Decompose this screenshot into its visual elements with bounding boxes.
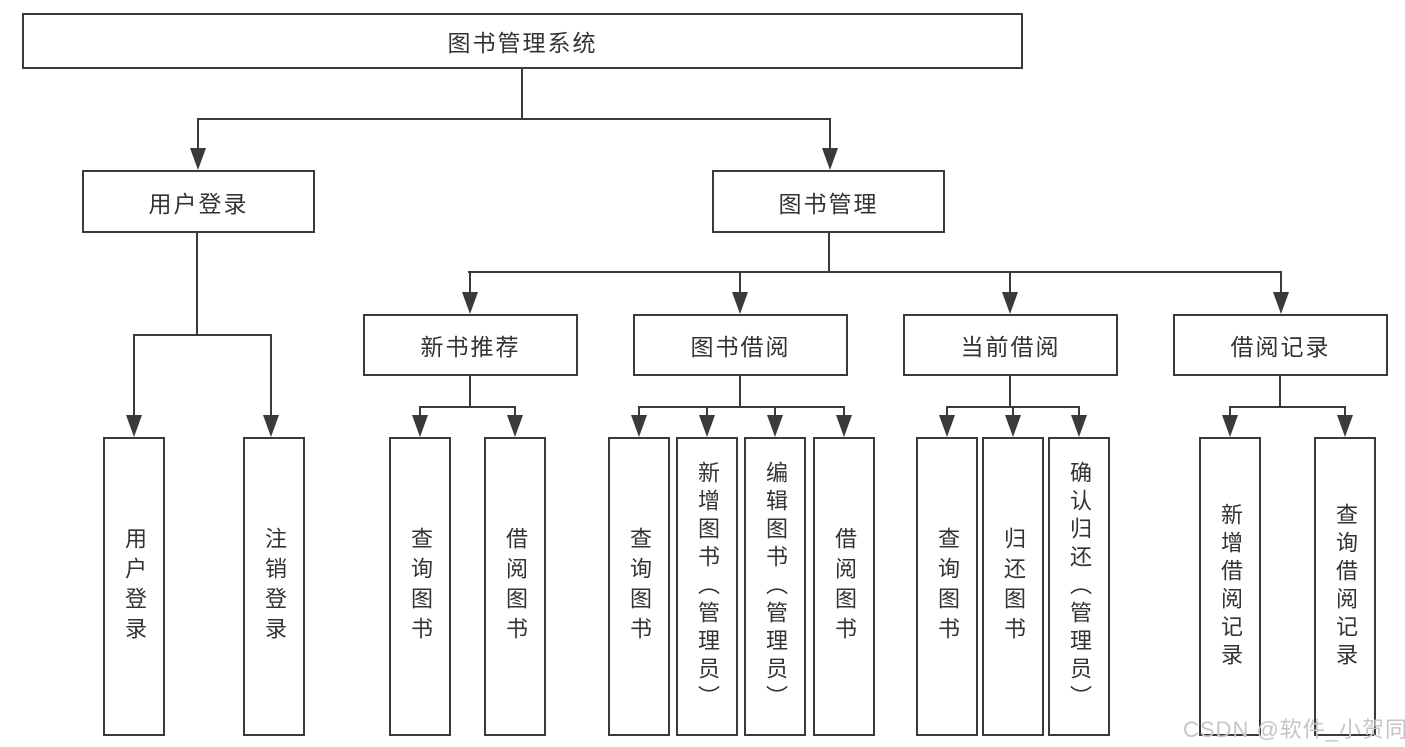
connector-line xyxy=(133,334,135,415)
connector-line xyxy=(843,406,845,417)
leaf-edit-book-admin-label: 编辑图书（管理员） xyxy=(763,460,788,713)
arrowhead-icon xyxy=(1273,292,1289,314)
connector-line xyxy=(1279,376,1281,408)
connector-line xyxy=(419,406,421,417)
node-book-management: 图书管理 xyxy=(712,170,945,233)
leaf-add-book-admin: 新增图书（管理员） xyxy=(676,437,738,736)
arrowhead-icon xyxy=(1337,415,1353,437)
node-root: 图书管理系统 xyxy=(22,13,1023,69)
leaf-query-books-current: 查询图书 xyxy=(916,437,978,736)
connector-line xyxy=(1229,406,1346,408)
node-user-login: 用户登录 xyxy=(82,170,315,233)
leaf-query-books-current-label: 查询图书 xyxy=(935,526,960,647)
connector-line xyxy=(133,334,272,336)
connector-line xyxy=(197,118,199,150)
connector-line xyxy=(828,233,830,273)
node-book-management-label: 图书管理 xyxy=(778,190,879,217)
connector-line xyxy=(1012,406,1014,417)
node-current-borrow-label: 当前借阅 xyxy=(960,334,1061,360)
node-new-book-recommend: 新书推荐 xyxy=(363,314,578,376)
arrowhead-icon xyxy=(939,415,955,437)
leaf-logout-label: 注销登录 xyxy=(262,526,287,647)
arrowhead-icon xyxy=(462,292,478,314)
leaf-return-book-label: 归还图书 xyxy=(1001,526,1026,647)
node-book-borrow-label: 图书借阅 xyxy=(690,334,791,360)
leaf-query-books-recommend: 查询图书 xyxy=(389,437,451,736)
connector-line xyxy=(196,233,198,336)
leaf-query-books-recommend-label: 查询图书 xyxy=(408,526,433,647)
connector-line xyxy=(1229,406,1231,417)
leaf-borrow-books-label: 借阅图书 xyxy=(832,526,857,647)
connector-line xyxy=(1078,406,1080,417)
arrowhead-icon xyxy=(412,415,428,437)
connector-line xyxy=(469,376,471,408)
connector-line xyxy=(638,406,640,417)
connector-line xyxy=(270,334,272,415)
connector-line xyxy=(468,271,1281,273)
leaf-edit-book-admin: 编辑图书（管理员） xyxy=(744,437,806,736)
connector-line xyxy=(469,271,471,293)
connector-line xyxy=(829,118,831,150)
node-book-borrow: 图书借阅 xyxy=(633,314,848,376)
leaf-confirm-return-admin-label: 确认归还（管理员） xyxy=(1067,460,1092,713)
connector-line xyxy=(739,376,741,408)
leaf-query-books-borrow-label: 查询图书 xyxy=(627,526,652,647)
node-borrow-records-label: 借阅记录 xyxy=(1230,334,1331,360)
node-new-book-recommend-label: 新书推荐 xyxy=(420,334,521,360)
leaf-query-borrow-record-label: 查询借阅记录 xyxy=(1333,502,1358,671)
leaf-borrow-books-recommend-label: 借阅图书 xyxy=(503,526,528,647)
arrowhead-icon xyxy=(190,148,206,170)
arrowhead-icon xyxy=(822,148,838,170)
node-borrow-records: 借阅记录 xyxy=(1173,314,1388,376)
arrowhead-icon xyxy=(1002,292,1018,314)
connector-line xyxy=(1280,271,1282,293)
arrowhead-icon xyxy=(1071,415,1087,437)
connector-line xyxy=(197,118,831,120)
connector-line xyxy=(706,406,708,417)
connector-line xyxy=(739,271,741,293)
node-root-label: 图书管理系统 xyxy=(447,30,598,56)
arrowhead-icon xyxy=(263,415,279,437)
leaf-query-books-borrow: 查询图书 xyxy=(608,437,670,736)
watermark: CSDN @软件_小贺同学 xyxy=(1183,717,1405,742)
connector-line xyxy=(774,406,776,417)
leaf-add-book-admin-label: 新增图书（管理员） xyxy=(695,460,720,713)
leaf-query-borrow-record: 查询借阅记录 xyxy=(1314,437,1376,736)
leaf-user-login-label: 用户登录 xyxy=(122,526,147,647)
leaf-user-login: 用户登录 xyxy=(103,437,165,736)
arrowhead-icon xyxy=(507,415,523,437)
connector-line xyxy=(514,406,516,417)
connector-line xyxy=(1344,406,1346,417)
leaf-return-book: 归还图书 xyxy=(982,437,1044,736)
node-current-borrow: 当前借阅 xyxy=(903,314,1118,376)
leaf-logout: 注销登录 xyxy=(243,437,305,736)
leaf-add-borrow-record: 新增借阅记录 xyxy=(1199,437,1261,736)
arrowhead-icon xyxy=(126,415,142,437)
arrowhead-icon xyxy=(1005,415,1021,437)
arrowhead-icon xyxy=(631,415,647,437)
connector-line xyxy=(419,406,516,408)
leaf-add-borrow-record-label: 新增借阅记录 xyxy=(1218,502,1243,671)
connector-line xyxy=(638,406,845,408)
arrowhead-icon xyxy=(1222,415,1238,437)
connector-line xyxy=(1009,271,1011,293)
connector-line xyxy=(1009,376,1011,408)
arrowhead-icon xyxy=(767,415,783,437)
connector-line xyxy=(946,406,948,417)
arrowhead-icon xyxy=(732,292,748,314)
node-user-login-label: 用户登录 xyxy=(148,190,249,217)
connector-line xyxy=(521,69,523,120)
arrowhead-icon xyxy=(836,415,852,437)
leaf-confirm-return-admin: 确认归还（管理员） xyxy=(1048,437,1110,736)
arrowhead-icon xyxy=(699,415,715,437)
leaf-borrow-books: 借阅图书 xyxy=(813,437,875,736)
leaf-borrow-books-recommend: 借阅图书 xyxy=(484,437,546,736)
